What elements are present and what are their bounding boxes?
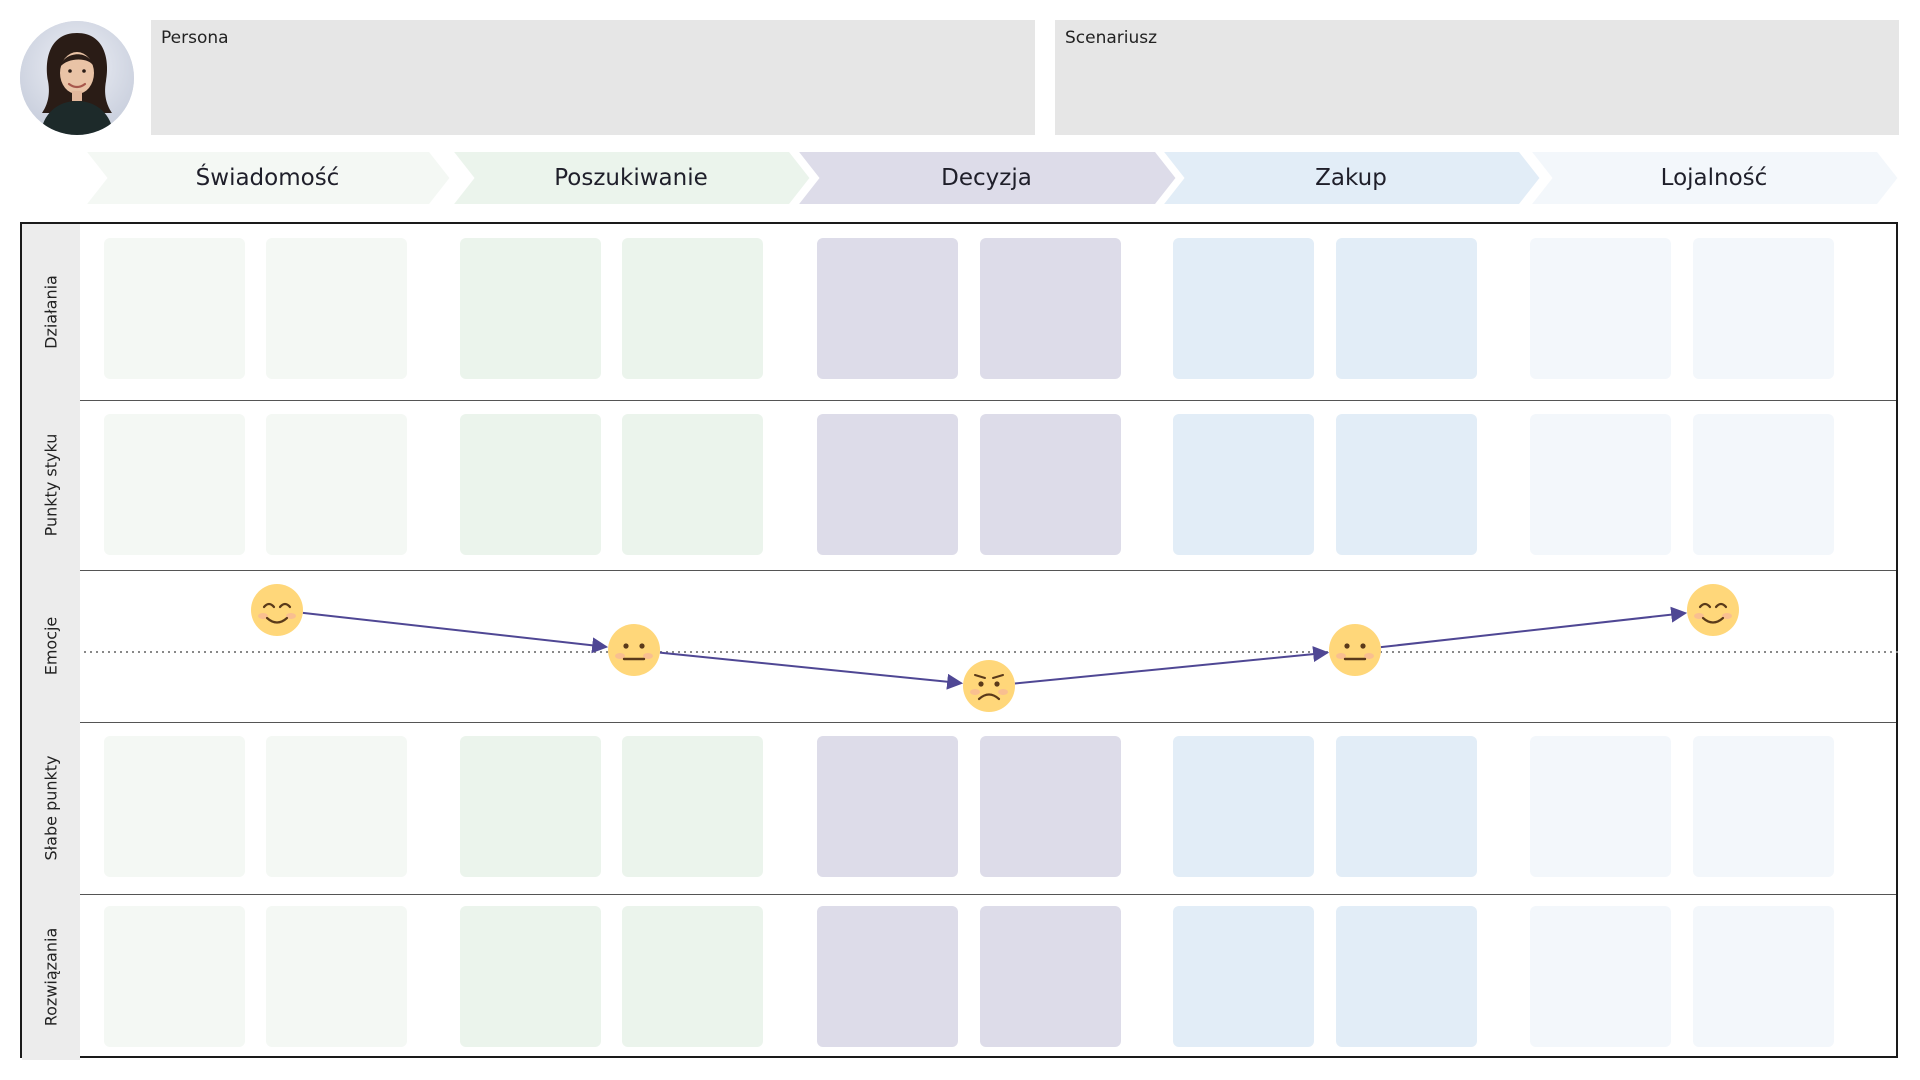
sticky-note-card[interactable] [622, 414, 763, 555]
sticky-note-card[interactable] [622, 736, 763, 877]
sticky-note-card[interactable] [1530, 736, 1671, 877]
sticky-note-card[interactable] [1530, 906, 1671, 1047]
lane-header: Rozwiązania [22, 894, 80, 1060]
sticky-note-card[interactable] [1336, 906, 1477, 1047]
stage-1[interactable]: Świadomość [105, 150, 430, 206]
sticky-note-card[interactable] [1693, 414, 1834, 555]
lane-5: Rozwiązania [22, 894, 1896, 1060]
sticky-note-card[interactable] [266, 906, 407, 1047]
sticky-note-card[interactable] [266, 414, 407, 555]
sticky-note-card[interactable] [104, 238, 245, 379]
sticky-note-card[interactable] [104, 414, 245, 555]
person-portrait-icon [20, 21, 134, 135]
sticky-note-card[interactable] [266, 736, 407, 877]
sticky-note-card[interactable] [980, 736, 1121, 877]
sticky-note-card[interactable] [1530, 414, 1671, 555]
stage-label: Świadomość [195, 165, 340, 191]
sticky-note-card[interactable] [1173, 238, 1314, 379]
sticky-note-card[interactable] [460, 238, 601, 379]
sticky-note-card[interactable] [817, 238, 958, 379]
sticky-note-card[interactable] [104, 736, 245, 877]
sticky-note-card[interactable] [1336, 414, 1477, 555]
lane-label: Rozwiązania [41, 927, 61, 1027]
lane-header: Słabe punkty [22, 722, 80, 894]
sticky-note-card[interactable] [622, 906, 763, 1047]
stage-5[interactable]: Lojalność [1550, 150, 1878, 206]
sticky-note-card[interactable] [1173, 736, 1314, 877]
persona-label: Persona [161, 28, 229, 48]
lane-1: Działania [22, 224, 1896, 401]
stage-label: Zakup [1315, 165, 1387, 191]
scenario-label: Scenariusz [1065, 28, 1158, 48]
lane-label: Słabe punkty [41, 755, 61, 861]
sticky-note-card[interactable] [1530, 238, 1671, 379]
lane-label: Punkty styku [41, 433, 61, 537]
stage-3[interactable]: Decyzja [817, 150, 1156, 206]
stage-label: Decyzja [941, 165, 1032, 191]
sticky-note-card[interactable] [817, 906, 958, 1047]
sticky-note-card[interactable] [104, 906, 245, 1047]
persona-box[interactable]: Persona [151, 20, 1035, 135]
lane-label: Działania [41, 275, 61, 349]
sticky-note-card[interactable] [1336, 238, 1477, 379]
sticky-note-card[interactable] [266, 238, 407, 379]
sticky-note-card[interactable] [980, 238, 1121, 379]
scenario-box[interactable]: Scenariusz [1055, 20, 1899, 135]
lane-2: Punkty styku [22, 400, 1896, 571]
sticky-note-card[interactable] [622, 238, 763, 379]
sticky-note-card[interactable] [1693, 736, 1834, 877]
lane-3: Emocje [22, 570, 1896, 723]
lane-header: Emocje [22, 570, 80, 722]
stage-4[interactable]: Zakup [1182, 150, 1520, 206]
sticky-note-card[interactable] [1173, 414, 1314, 555]
stage-label: Lojalność [1660, 165, 1768, 191]
sticky-note-card[interactable] [817, 414, 958, 555]
sticky-note-card[interactable] [460, 736, 601, 877]
sticky-note-card[interactable] [817, 736, 958, 877]
lane-header: Działania [22, 224, 80, 400]
sticky-note-card[interactable] [980, 906, 1121, 1047]
sticky-note-card[interactable] [1693, 906, 1834, 1047]
sticky-note-card[interactable] [1336, 736, 1477, 877]
sticky-note-card[interactable] [980, 414, 1121, 555]
sticky-note-card[interactable] [460, 906, 601, 1047]
stage-2[interactable]: Poszukiwanie [472, 150, 790, 206]
sticky-note-card[interactable] [1693, 238, 1834, 379]
lane-4: Słabe punkty [22, 722, 1896, 895]
lane-header: Punkty styku [22, 400, 80, 570]
stage-label: Poszukiwanie [554, 165, 708, 191]
persona-avatar [20, 21, 134, 135]
sticky-note-card[interactable] [1173, 906, 1314, 1047]
lane-label: Emocje [41, 616, 61, 676]
sticky-note-card[interactable] [460, 414, 601, 555]
